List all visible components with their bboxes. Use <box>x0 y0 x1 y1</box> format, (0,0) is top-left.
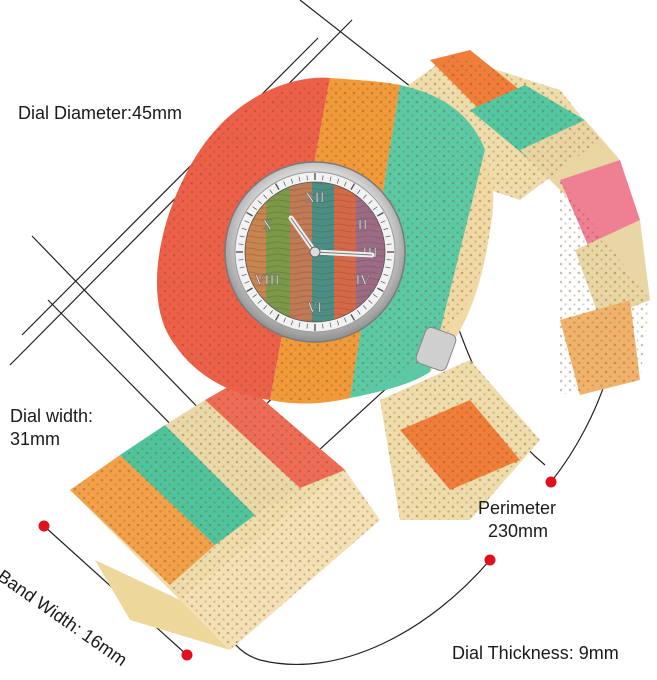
minute-tick <box>380 280 386 284</box>
dial-numeral: X <box>263 219 273 234</box>
dial-numeral: VIII <box>254 274 280 289</box>
minute-tick <box>298 176 301 182</box>
crown <box>415 326 457 372</box>
minute-tick <box>350 314 356 321</box>
minute-tick <box>252 294 257 298</box>
minute-tick <box>377 211 384 217</box>
minute-tick <box>283 181 287 187</box>
minute-tick <box>377 287 384 293</box>
minute-tick <box>357 189 361 194</box>
diameter-line-lower <box>21 37 319 336</box>
minute-hand-edge <box>314 251 373 256</box>
minute-tick <box>246 287 253 293</box>
minute-tick <box>252 206 257 210</box>
minute-tick <box>343 317 347 323</box>
dial-numeral: XII <box>305 191 325 206</box>
minute-tick <box>241 273 247 277</box>
hour-hand-edge <box>290 217 316 253</box>
minute-tick <box>263 194 268 199</box>
minute-tick <box>357 310 361 315</box>
marker-dot-perimeter-lower <box>484 554 496 566</box>
perimeter-label: Perimeter <box>478 498 557 518</box>
minute-tick <box>257 200 262 205</box>
minute-tick <box>269 189 273 194</box>
minute-tick <box>373 206 378 210</box>
minute-tick <box>385 266 391 269</box>
minute-tick <box>336 178 340 184</box>
perimeter-value: 230mm <box>488 521 549 541</box>
dial-numerals: XIIIIIIIIVVIVIIIX <box>254 191 378 316</box>
minute-tick <box>385 235 391 238</box>
minute-tick <box>373 294 378 298</box>
minute-tick <box>380 220 386 224</box>
minute-ticks <box>236 173 394 331</box>
minute-tick <box>329 322 332 328</box>
minute-tick <box>322 323 324 329</box>
minute-tick <box>263 305 268 310</box>
minute-tick <box>383 273 389 277</box>
minute-tick <box>269 310 273 315</box>
minute-tick <box>244 220 250 224</box>
minute-tick <box>238 243 244 245</box>
dial-diameter-label: Dial Diameter:45mm <box>18 103 183 123</box>
minute-tick <box>350 183 356 190</box>
minute-tick <box>322 175 324 181</box>
center-pin <box>309 246 321 258</box>
watch-dial: XIIIIIIIIVVIVIIIX <box>224 161 406 343</box>
diameter-line-upper <box>299 0 421 95</box>
watch-band <box>70 50 650 650</box>
minute-tick <box>298 322 301 328</box>
minute-tick <box>290 320 294 326</box>
minute-tick <box>257 299 262 304</box>
dial-width-label: Dial width: <box>10 406 94 426</box>
minute-tick <box>306 323 308 329</box>
dial-numeral: IV <box>355 274 370 289</box>
minute-tick <box>368 200 373 205</box>
minute-tick <box>329 176 332 182</box>
minute-tick <box>241 227 247 231</box>
minute-tick <box>306 175 308 181</box>
marker-dot-band-left <box>38 520 50 532</box>
marker-dot-perimeter-upper <box>545 476 557 488</box>
dial-thickness-label: Dial Thickness: 9mm <box>452 643 619 663</box>
dial-numeral: II <box>357 219 367 234</box>
minute-tick <box>239 266 245 269</box>
minute-tick <box>362 194 367 199</box>
minute-tick <box>274 183 280 190</box>
minute-tick <box>283 317 287 323</box>
minute-tick <box>336 320 340 326</box>
minute-tick <box>343 181 347 187</box>
minute-tick <box>246 211 253 217</box>
minute-tick <box>274 314 280 321</box>
dial-numeral: VI <box>307 301 323 316</box>
marker-dots <box>38 476 557 661</box>
minute-tick <box>368 299 373 304</box>
minute-tick <box>386 243 392 245</box>
minute-tick <box>386 259 392 261</box>
minute-tick <box>244 280 250 284</box>
minute-tick <box>239 235 245 238</box>
minute-tick <box>362 305 367 310</box>
minute-tick <box>238 259 244 261</box>
dial-width-value: 31mm <box>10 429 61 449</box>
minute-tick <box>290 178 294 184</box>
marker-dot-band-right <box>181 649 193 661</box>
minute-tick <box>383 227 389 231</box>
